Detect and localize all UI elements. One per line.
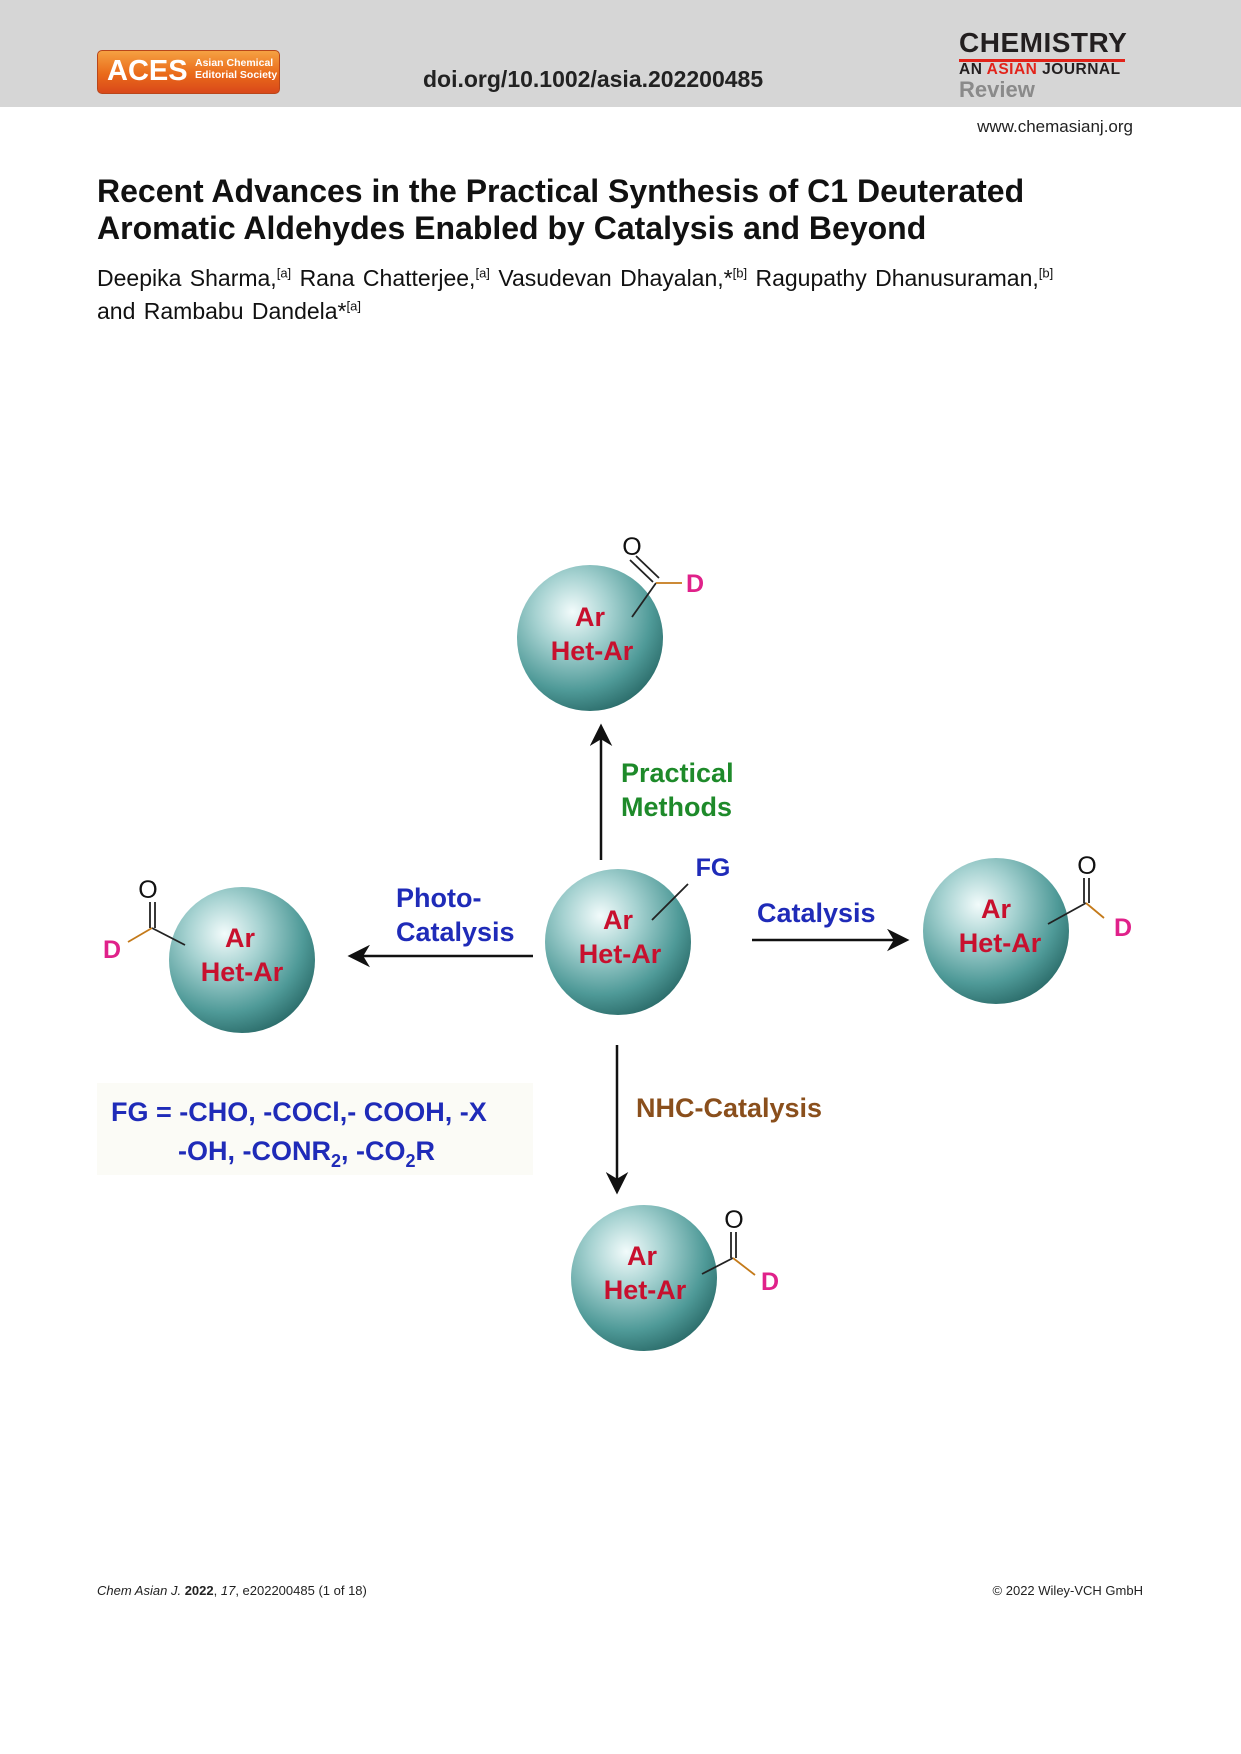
bond-line <box>1085 902 1105 919</box>
author-affiliation: [a] <box>475 265 490 281</box>
aces-logo-subtitle: Asian Chemical Editorial Society <box>195 57 277 81</box>
fg-part: -OH, -CONR <box>178 1136 331 1166</box>
bond-line <box>151 927 186 946</box>
product-sphere-left: Ar Het-Ar O D <box>103 876 315 1033</box>
author-list: Deepika Sharma,[a] Rana Chatterjee,[a] V… <box>97 262 1147 328</box>
deuterium-atom: D <box>103 936 121 964</box>
aces-logo-text: ACES <box>107 55 188 87</box>
sphere-label-ar: Ar <box>575 602 605 632</box>
aces-logo: ACES Asian Chemical Editorial Society <box>97 50 280 94</box>
product-sphere-right: Ar Het-Ar O D <box>923 852 1132 1004</box>
label-photo: Photo- <box>396 883 481 913</box>
author-name: and Rambabu Dandela* <box>97 298 347 324</box>
sphere-label-hetar: Het-Ar <box>604 1275 687 1305</box>
fg-part: R <box>416 1136 436 1166</box>
bond-line <box>127 927 153 943</box>
citation-article-number: , e202200485 (1 of 18) <box>235 1583 367 1598</box>
author-affiliation: [b] <box>1038 265 1054 281</box>
author-name: Deepika Sharma, <box>97 265 277 291</box>
label-methods: Methods <box>621 792 732 822</box>
copyright: © 2022 Wiley-VCH GmbH <box>992 1583 1143 1598</box>
journal-sub-part-2: JOURNAL <box>1037 61 1121 78</box>
sphere <box>923 858 1069 1004</box>
label-catalysis: Catalysis <box>757 898 876 928</box>
author-affiliation: [b] <box>732 265 748 281</box>
product-sphere-top: Ar Het-Ar O D <box>517 533 704 711</box>
oxygen-atom: O <box>622 533 641 561</box>
sphere-label-hetar: Het-Ar <box>579 939 662 969</box>
citation-footer: Chem Asian J. 2022, 17, e202200485 (1 of… <box>97 1583 367 1598</box>
sphere-label-ar: Ar <box>225 923 255 953</box>
brand-divider <box>959 59 1125 62</box>
website-link[interactable]: www.chemasianj.org <box>977 117 1133 136</box>
sphere <box>545 869 691 1015</box>
bond-line <box>701 1257 734 1275</box>
aces-sub-line-1: Asian Chemical <box>195 57 274 69</box>
bond-line <box>732 1257 756 1276</box>
sphere-label-ar: Ar <box>981 894 1011 924</box>
author-affiliation: [a] <box>346 298 361 314</box>
citation-volume: 17 <box>220 1583 236 1598</box>
sphere-label-hetar: Het-Ar <box>959 928 1042 958</box>
doi-link[interactable]: doi.org/10.1002/asia.202200485 <box>423 66 764 92</box>
fg-substituent: FG <box>696 854 731 882</box>
sphere <box>169 887 315 1033</box>
sphere <box>517 565 663 711</box>
oxygen-atom: O <box>138 876 157 904</box>
fg-subscript: 2 <box>331 1151 341 1171</box>
article-title: Recent Advances in the Practical Synthes… <box>97 173 1147 247</box>
oxygen-atom: O <box>724 1206 743 1234</box>
title-line-1: Recent Advances in the Practical Synthes… <box>97 173 1025 209</box>
aces-sub-line-2: Editorial Society <box>195 69 278 81</box>
fg-definition-box <box>97 1083 533 1175</box>
journal-sub-highlight: ASIAN <box>986 61 1038 78</box>
sphere-label-hetar: Het-Ar <box>201 957 284 987</box>
bond-line <box>629 559 654 583</box>
sphere <box>571 1205 717 1351</box>
article-type: Review <box>959 77 1035 102</box>
sphere-label-ar: Ar <box>603 905 633 935</box>
citation-year: 2022 <box>184 1583 214 1598</box>
label-practical: Practical <box>621 758 734 788</box>
deuterium-atom: D <box>1114 914 1132 942</box>
label-photo-catalysis: Catalysis <box>396 917 515 947</box>
journal-sub-part-1: AN <box>959 61 987 78</box>
sphere-label-ar: Ar <box>627 1241 657 1271</box>
sphere-label-hetar: Het-Ar <box>551 636 634 666</box>
label-nhc-catalysis: NHC-Catalysis <box>636 1093 822 1123</box>
journal-abbr: Chem Asian J. <box>97 1583 182 1598</box>
author-name: Rana Chatterjee, <box>299 265 476 291</box>
bond-line <box>651 883 689 921</box>
journal-subtitle: AN ASIAN JOURNAL <box>959 61 1121 79</box>
fg-definition-line-2: -OH, -CONR2, -CO2R <box>178 1136 435 1171</box>
starting-sphere-center: Ar Het-Ar FG <box>545 854 730 1015</box>
deuterium-atom: D <box>761 1268 779 1296</box>
title-line-2: Aromatic Aldehydes Enabled by Catalysis … <box>97 210 927 246</box>
product-sphere-bottom: Ar Het-Ar O D <box>571 1205 779 1351</box>
deuterium-atom: D <box>686 570 704 598</box>
author-affiliation: [a] <box>276 265 292 281</box>
fg-subscript: 2 <box>406 1151 416 1171</box>
fg-definition-line-1: FG = -CHO, -COCl,- COOH, -X <box>111 1097 487 1127</box>
fg-part: , -CO <box>341 1136 406 1166</box>
oxygen-atom: O <box>1077 852 1096 880</box>
author-name: Ragupathy Dhanusuraman, <box>755 265 1039 291</box>
bond-line <box>631 582 657 618</box>
bond-line <box>1047 902 1087 925</box>
author-name: Vasudevan Dhayalan,* <box>498 265 733 291</box>
journal-name: CHEMISTRY <box>959 27 1128 58</box>
bond-line <box>635 555 660 579</box>
